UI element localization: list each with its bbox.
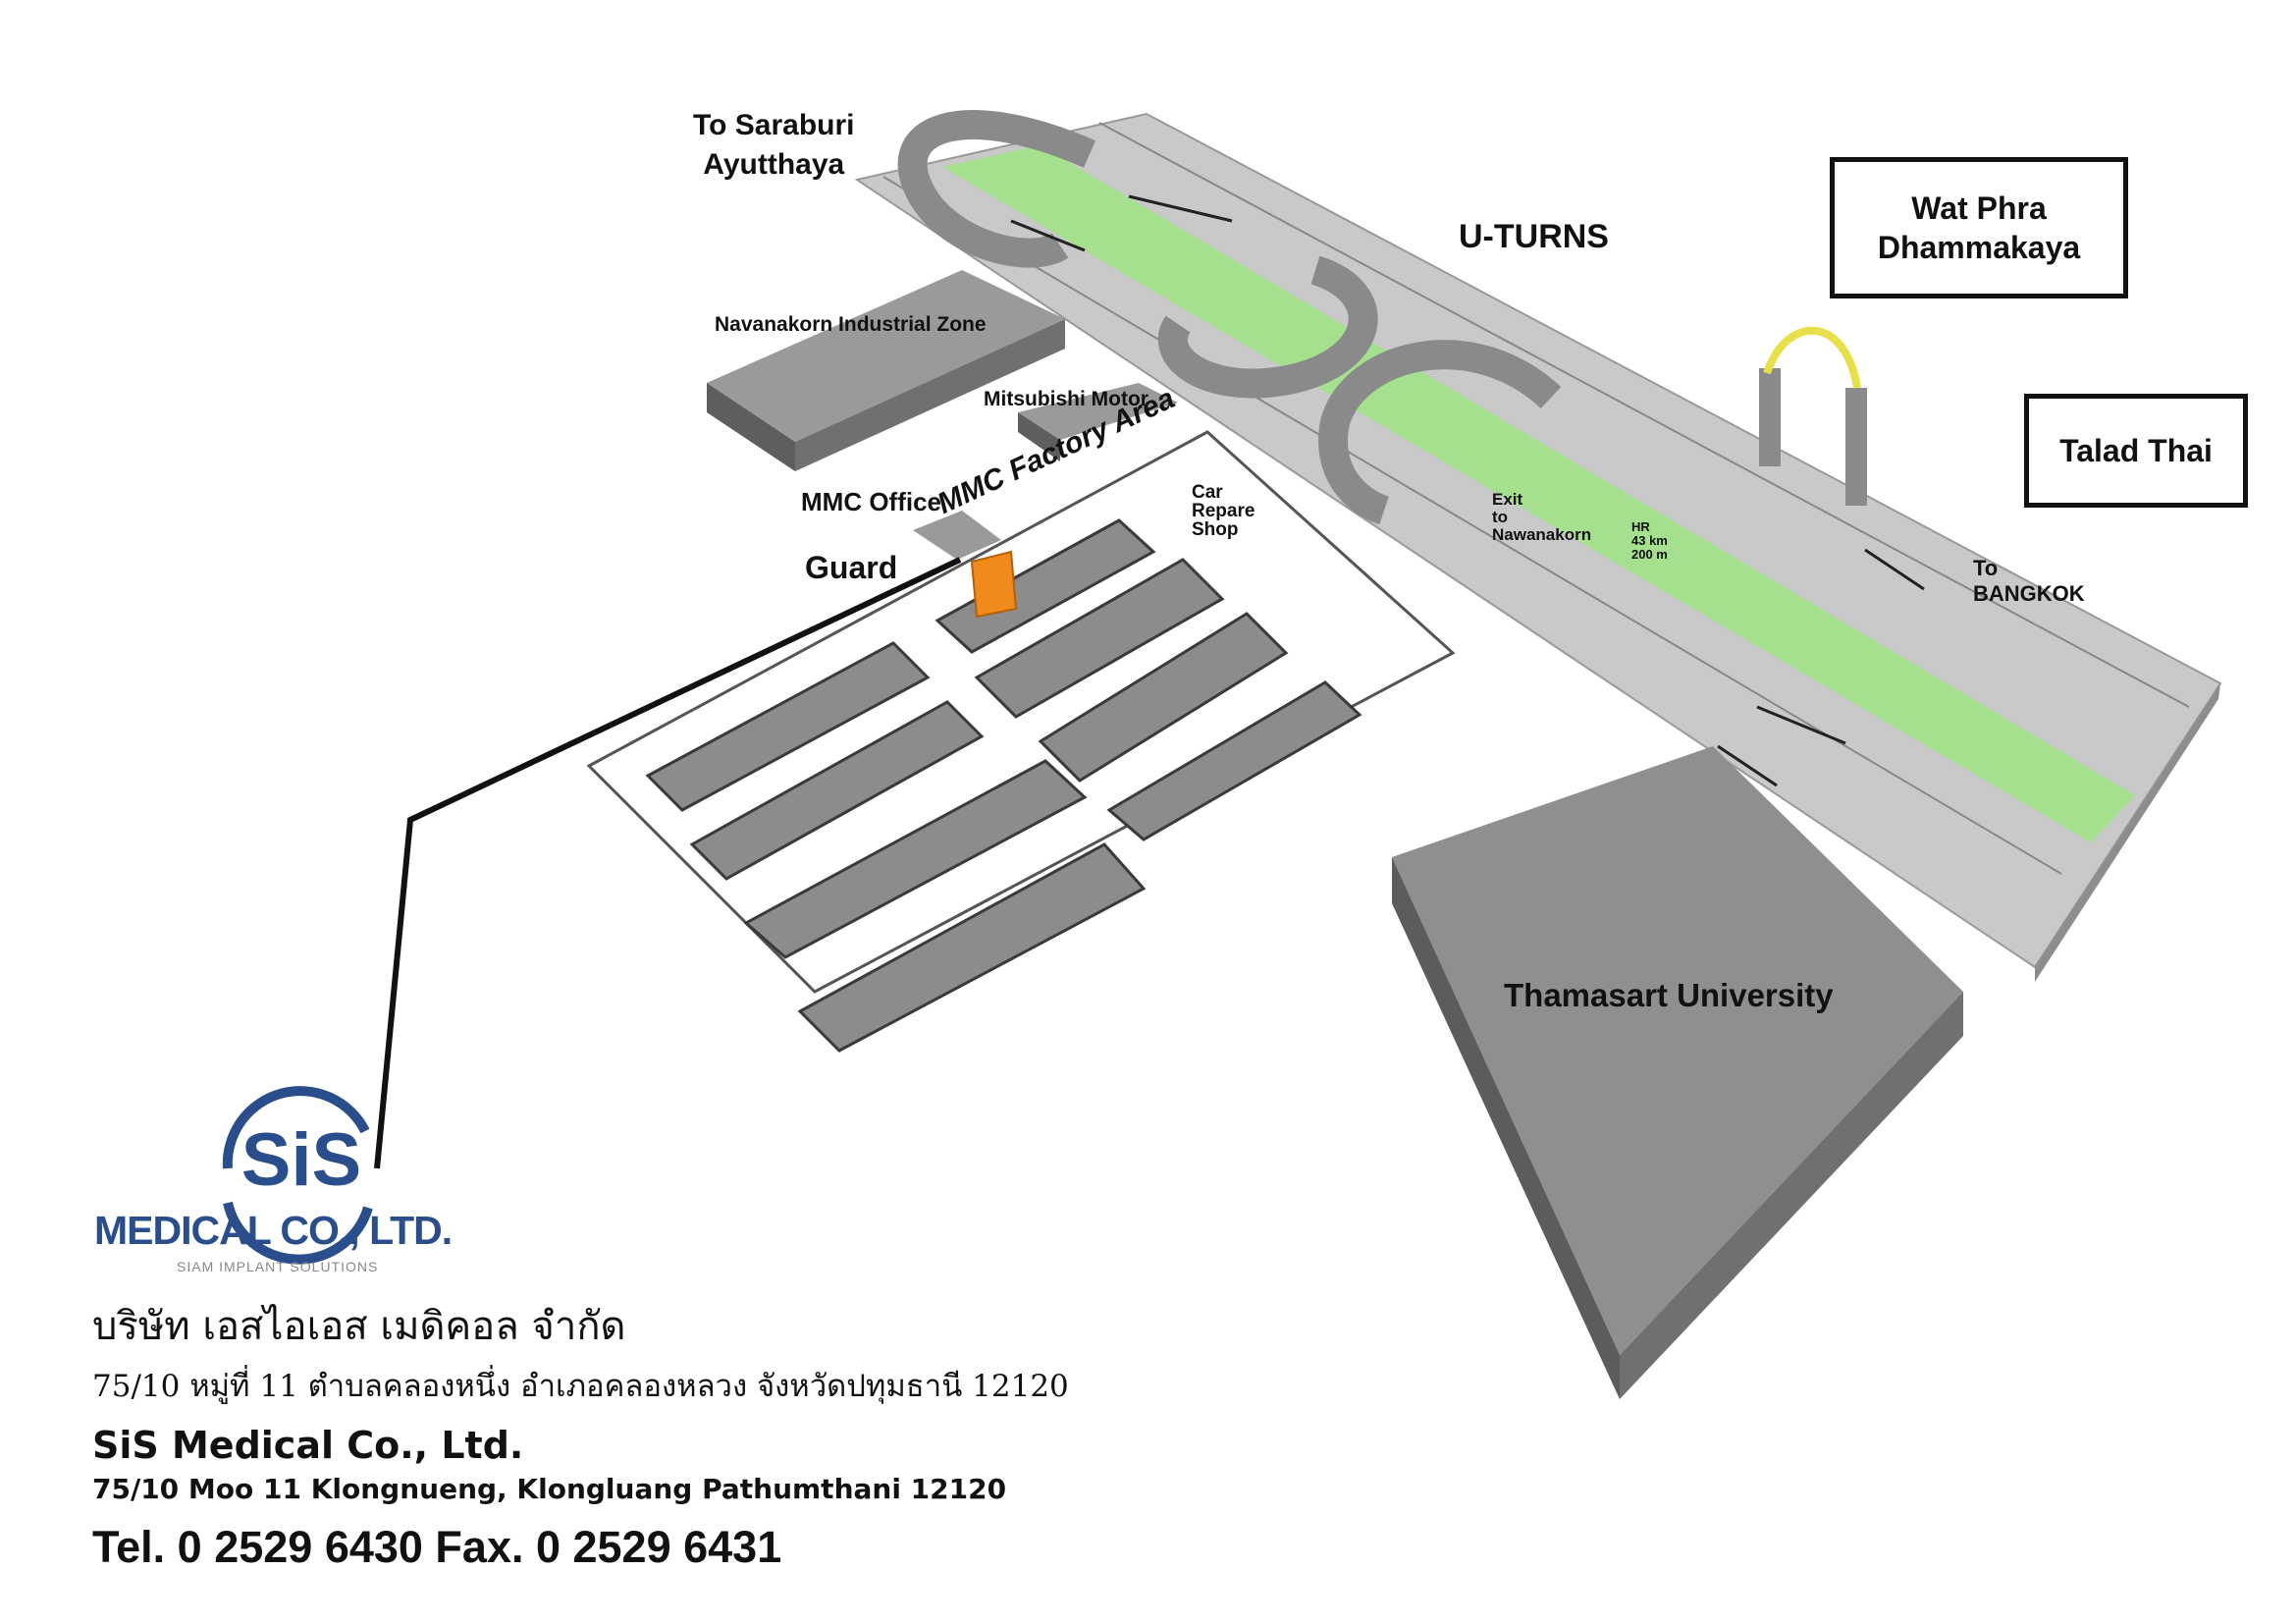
factory-area <box>586 430 1456 1053</box>
label-km-marker: HR 43 km 200 m <box>1631 519 1668 562</box>
label-wat-phra: Wat Phra Dhammakaya <box>1830 157 2128 298</box>
contact-phone-fax: Tel. 0 2529 6430 Fax. 0 2529 6431 <box>92 1522 782 1572</box>
u-turn-ramps <box>897 110 1562 525</box>
address-english: 75/10 Moo 11 Klongnueng, Klongluang Path… <box>92 1473 1007 1505</box>
label-talad-thai: Talad Thai <box>2024 394 2248 508</box>
address-thai: 75/10 หมู่ที่ 11 ตำบลคลองหนึ่ง อำเภอคลอง… <box>92 1369 1069 1404</box>
label-mmc-office: MMC Office <box>801 487 941 516</box>
logo-company: MEDICAL CO., LTD. <box>94 1208 453 1253</box>
label-thamasart: Thamasart University <box>1504 977 1834 1013</box>
gate-arch <box>1759 326 1867 506</box>
label-mitsubishi: Mitsubishi Motor <box>984 388 1148 410</box>
company-name-english: SiS Medical Co., Ltd. <box>92 1424 524 1467</box>
logo-tagline: SIAM IMPLANT SOLUTIONS <box>177 1259 379 1274</box>
buildings <box>707 270 1963 1399</box>
logo-mark-text: SiS <box>240 1118 362 1202</box>
label-navanakorn: Navanakorn Industrial Zone <box>715 313 987 336</box>
label-car-repair: Car Repare Shop <box>1192 482 1255 540</box>
leader-line <box>374 557 962 1169</box>
company-name-thai: บริษัท เอสไอเอส เมดิคอล จำกัด <box>92 1304 626 1349</box>
logo-mark <box>222 1086 373 1265</box>
traffic-arrows <box>1010 194 1925 787</box>
label-saraburi: To Saraburi Ayutthaya <box>693 109 855 181</box>
guard-building <box>970 550 1018 619</box>
company-logo: SiS MEDICAL CO., LTD. SIAM IMPLANT SOLUT… <box>90 1060 503 1276</box>
label-u-turns: U-TURNS <box>1459 218 1609 255</box>
factory-blocks <box>645 518 1362 1053</box>
label-to-bangkok: To BANGKOK <box>1973 556 2085 606</box>
label-exit-nawanakorn: Exit to Nawanakorn <box>1492 490 1592 544</box>
label-guard: Guard <box>805 550 898 585</box>
highway <box>854 112 2222 982</box>
